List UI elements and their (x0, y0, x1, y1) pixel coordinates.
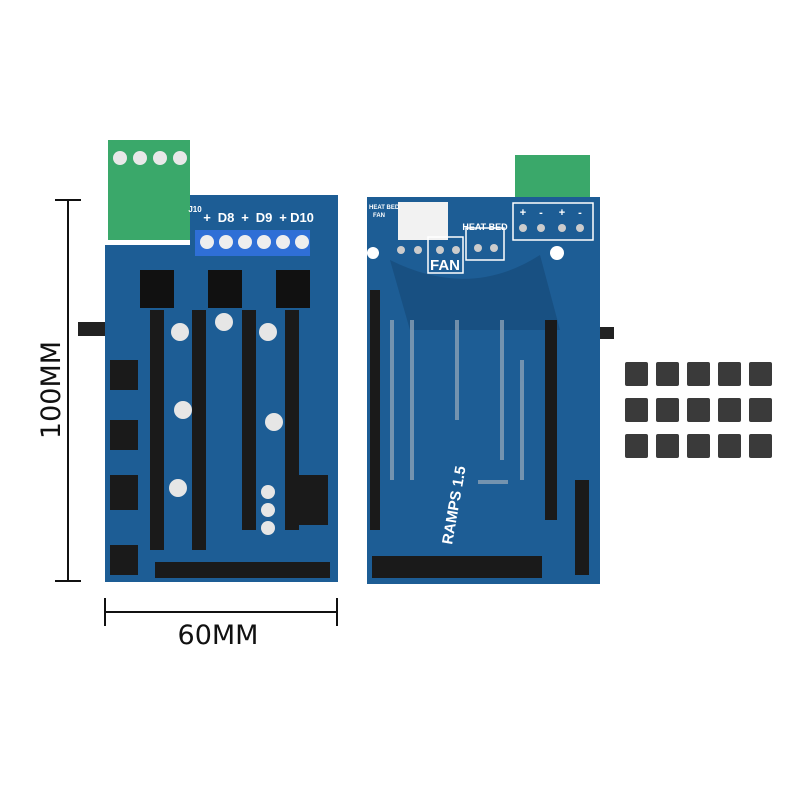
fan-label: FAN (430, 257, 460, 274)
jumper-cap (625, 362, 648, 386)
terminal-label: D10 (290, 210, 314, 225)
terminal-label: D9 (256, 210, 273, 225)
jumper-cap (718, 362, 741, 386)
green-terminal-back (515, 155, 590, 200)
power-label: + (559, 207, 565, 219)
mosfets (140, 270, 310, 308)
jumper-cap (656, 398, 679, 422)
terminal-label: + (279, 210, 287, 225)
power-label: - (578, 207, 582, 219)
connector-label: J10 (188, 205, 202, 214)
jumper-cap (749, 362, 772, 386)
jumper-cap (656, 434, 679, 458)
jumper-cap (749, 434, 772, 458)
terminal-label: + (203, 210, 211, 225)
height-label: 100MM (36, 341, 67, 439)
jumper-cap (656, 362, 679, 386)
jumper-cap (687, 398, 710, 422)
width-label: 60MM (178, 620, 259, 651)
back-board: HEAT BED FAN HEAT BED FAN + - + - RAMPS … (367, 155, 614, 584)
jumper-cap (749, 398, 772, 422)
height-dimension: 100MM (36, 199, 81, 582)
jumper-cap (625, 398, 648, 422)
power-label: - (539, 207, 543, 219)
terminal-label: + (241, 210, 249, 225)
jumper-cap (718, 434, 741, 458)
capacitors (169, 313, 283, 535)
pin-headers (110, 310, 330, 578)
jumper-cap (687, 362, 710, 386)
jumper-cap (718, 398, 741, 422)
jumper-cap (625, 434, 648, 458)
jumper-cap (687, 434, 710, 458)
jumper-caps (625, 362, 772, 458)
corner-label-fan: FAN (373, 213, 385, 219)
terminal-label: D8 (218, 210, 235, 225)
blue-terminal-block (195, 230, 310, 256)
corner-label-heat-bed: HEAT BED (369, 205, 400, 211)
width-dimension: 60MM (104, 598, 338, 651)
power-label: + (520, 207, 526, 219)
front-board: + D8 + D9 + D10 J10 (78, 140, 338, 582)
heat-bed-label: HEAT BED (462, 222, 508, 232)
